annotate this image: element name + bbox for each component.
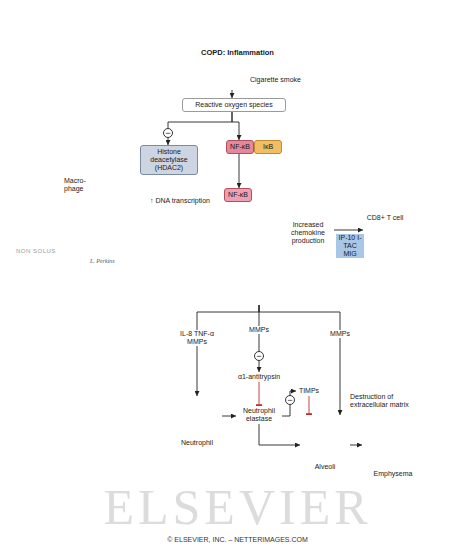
arrow-connector	[350, 445, 362, 446]
arrow-connector	[259, 424, 300, 445]
tree-branches	[10, 4, 465, 230]
node-label: Neutrophil	[172, 439, 222, 447]
alveoli-tissue: Alveoli	[300, 415, 350, 475]
node-label: CD8+ T cell	[363, 214, 407, 222]
nucleus-outline	[125, 175, 275, 267]
arrow-connector	[334, 230, 363, 231]
diagram-title: COPD: Inflammation	[150, 48, 325, 57]
node-label: α1-antitrypsin	[237, 373, 281, 381]
protein-box: IκB	[254, 140, 282, 154]
arrow-connector	[259, 305, 260, 372]
arrow-connector	[282, 391, 296, 416]
node-label: Alveoli	[300, 463, 350, 471]
node-label: TIMPs	[297, 387, 321, 395]
inhibition-sign: −	[254, 351, 264, 361]
node-label: Reactive oxygen species	[185, 101, 283, 109]
t-cell-picture	[363, 214, 407, 264]
cigarette-node: Cigarette smoke	[196, 70, 306, 90]
edge-label: IL-8 TNF-α MMPs	[180, 330, 214, 346]
cell-nucleus: ↑ DNA transcription NF-κB	[125, 175, 275, 267]
arrow-connector	[168, 112, 232, 145]
node-label: Histone deacetylase (HDAC2)	[143, 148, 195, 172]
node-label: NF-κB	[227, 191, 249, 199]
node-label: Macro-phage	[64, 177, 92, 193]
inhibition-sign: −	[285, 395, 295, 405]
watermark-text: ELSEVIER	[0, 482, 475, 532]
node-label: Neutrophil elastase	[237, 407, 281, 423]
protein-box: NF-κB	[224, 188, 252, 202]
inhibition-sign: −	[163, 128, 173, 138]
edge-label: MMPs	[243, 326, 275, 334]
t-cell: CD8+ T cell	[363, 214, 407, 264]
arrow-connector	[232, 112, 239, 140]
protein-text: TIMPs	[296, 386, 322, 396]
protein-text: α1-antitrypsin	[236, 372, 282, 382]
macrophage-outline	[60, 115, 365, 305]
inhibition-connector	[259, 382, 260, 406]
inhibition-connector	[309, 396, 310, 415]
edge-label: IP-10 I-TAC MIG	[336, 234, 364, 258]
arrow-connector	[232, 90, 233, 98]
enzyme-box: Histone deacetylase (HDAC2)	[140, 145, 198, 175]
protein-box: NF-κB	[226, 140, 254, 154]
process-box: Reactive oxygen species	[182, 98, 286, 112]
arrow-connector	[222, 416, 236, 417]
neutrophil-cell: Neutrophil	[172, 396, 222, 452]
node-label: Emphysema	[362, 470, 424, 478]
node-label: NF-κB	[229, 143, 251, 151]
edge-label: MMPs	[324, 330, 356, 338]
arrow-connector	[239, 154, 240, 188]
node-label: Cigarette smoke	[250, 76, 306, 84]
copyright-notice: © ELSEVIER, INC. – NETTERIMAGES.COM	[0, 536, 475, 544]
process-note: Destruction of extracellular matrix	[350, 393, 414, 409]
node-label: ↑ DNA transcription	[149, 197, 211, 205]
macrophage-cell: Macro-phage Histone deacetylase (HDAC2) NF…	[60, 115, 365, 305]
watermark-motto: NON SOLUS	[16, 248, 60, 255]
node-label: Increased chemokine production	[283, 221, 333, 245]
node-label: IκB	[257, 143, 279, 151]
enzyme-text: Neutrophil elastase	[236, 406, 282, 424]
artist-signature: L. Perkins	[90, 258, 130, 265]
arrow-connector	[197, 305, 259, 396]
process-text: Increased chemokine production	[282, 220, 334, 246]
emphysema-tissue: Emphysema	[362, 418, 424, 480]
arrow-connector	[259, 305, 340, 415]
